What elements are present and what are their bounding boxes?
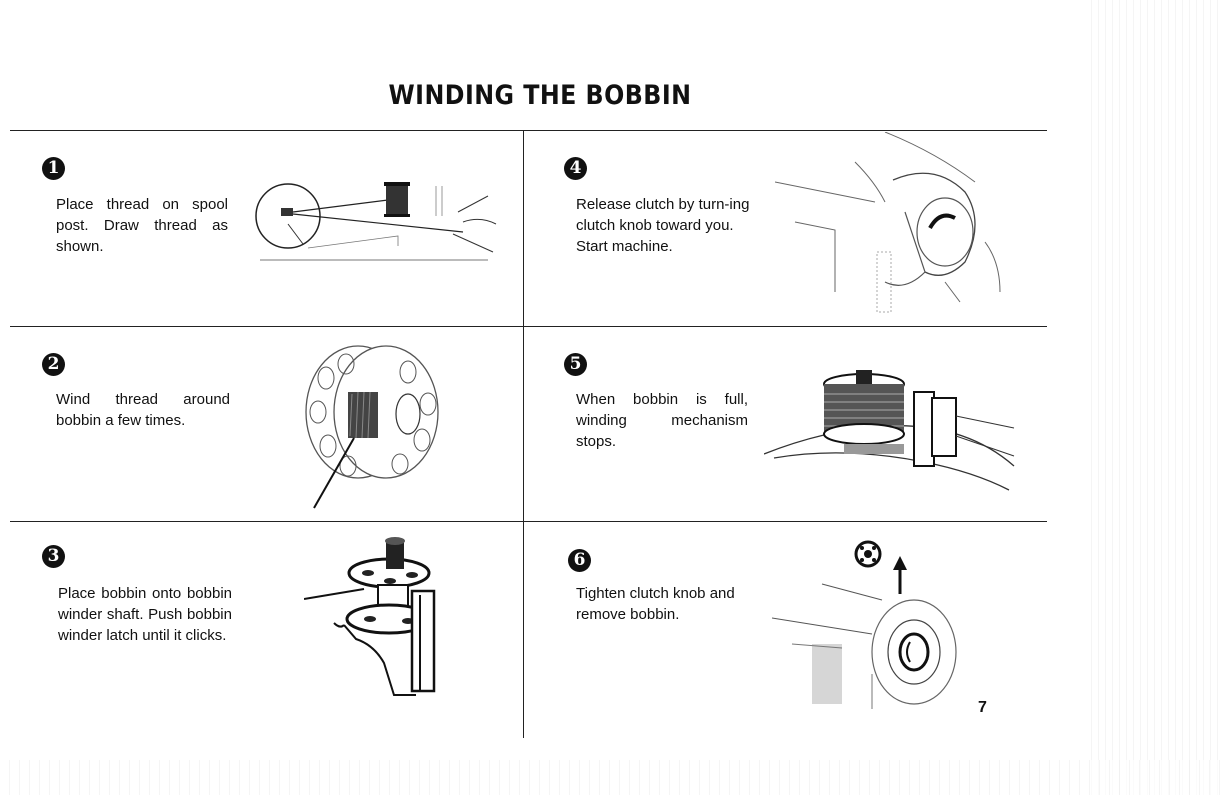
thread-spool-illustration — [255, 182, 497, 261]
step-6-text: Tighten clutch knob and remove bobbin. — [576, 585, 735, 623]
clutch-knob-hand-illustration — [775, 132, 1001, 313]
bobbin-illustration — [305, 345, 439, 509]
step-5-number: 5 — [564, 353, 587, 376]
step-1-number: 1 — [42, 157, 65, 180]
scan-edge-noise — [1085, 0, 1223, 795]
step-2-text: Wind thread around bobbin a few times. — [56, 391, 230, 429]
step-4-text: Release clutch by turn-ing clutch knob t… — [576, 196, 750, 255]
page-title: WINDING THE BOBBIN — [388, 80, 692, 111]
step-1-text: Place thread on spool post. Draw thread … — [56, 196, 228, 255]
column-divider — [523, 130, 524, 738]
scan-bottom-noise — [0, 760, 1223, 795]
remove-bobbin-illustration — [772, 540, 957, 709]
row-rule-2 — [10, 521, 1047, 522]
full-bobbin-illustration — [764, 370, 1015, 491]
step-6-number: 6 — [568, 549, 591, 572]
step-2-number: 2 — [42, 353, 65, 376]
row-rule-1 — [10, 326, 1047, 327]
step-3-text: Place bobbin onto bobbin winder shaft. P… — [58, 585, 232, 644]
page-number: 7 — [978, 699, 987, 716]
step-5-text: When bobbin is full, winding mechanism s… — [576, 391, 748, 450]
top-rule — [10, 130, 1047, 131]
bobbin-winder-shaft-illustration — [304, 537, 436, 696]
step-4-number: 4 — [564, 157, 587, 180]
step-3-number: 3 — [42, 545, 65, 568]
